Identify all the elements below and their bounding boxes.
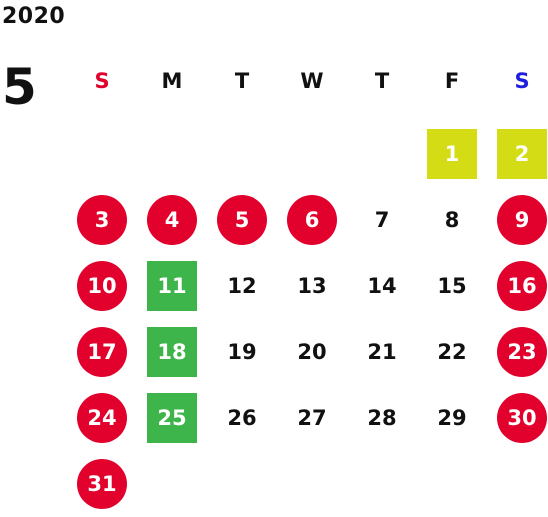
calendar-cell: 14 <box>347 253 417 319</box>
calendar-cell <box>417 451 487 517</box>
day-20[interactable]: 20 <box>297 340 327 364</box>
calendar-cell: 12 <box>207 253 277 319</box>
day-15[interactable]: 15 <box>437 274 467 298</box>
calendar-cell: 15 <box>417 253 487 319</box>
calendar-cell: 7 <box>347 187 417 253</box>
calendar-cell <box>277 451 347 517</box>
weekday-header-thursday: T <box>374 69 390 93</box>
calendar-cell: 3 <box>67 187 137 253</box>
calendar-cell: 23 <box>487 319 548 385</box>
calendar-cell: 30 <box>487 385 548 451</box>
calendar-cell: 22 <box>417 319 487 385</box>
calendar-cell: 5 <box>207 187 277 253</box>
day-31-holiday[interactable]: 31 <box>77 459 127 509</box>
day-28[interactable]: 28 <box>367 406 397 430</box>
calendar-cell <box>277 121 347 187</box>
calendar-cell: 9 <box>487 187 548 253</box>
day-24-holiday[interactable]: 24 <box>77 393 127 443</box>
day-14[interactable]: 14 <box>367 274 397 298</box>
calendar-cell: 8 <box>417 187 487 253</box>
day-5-holiday[interactable]: 5 <box>217 195 267 245</box>
day-27[interactable]: 27 <box>297 406 327 430</box>
weekday-header-tuesday: T <box>234 69 250 93</box>
calendar-cell: 26 <box>207 385 277 451</box>
day-12[interactable]: 12 <box>227 274 257 298</box>
day-2-event[interactable]: 2 <box>497 129 547 179</box>
day-25-school[interactable]: 25 <box>147 393 197 443</box>
calendar-cell: 31 <box>67 451 137 517</box>
calendar-cell: 4 <box>137 187 207 253</box>
day-26[interactable]: 26 <box>227 406 257 430</box>
calendar-cell <box>67 121 137 187</box>
calendar-cell: 11 <box>137 253 207 319</box>
day-30-holiday[interactable]: 30 <box>497 393 547 443</box>
day-7[interactable]: 7 <box>374 208 390 232</box>
day-4-holiday[interactable]: 4 <box>147 195 197 245</box>
calendar-cell: 13 <box>277 253 347 319</box>
day-10-holiday[interactable]: 10 <box>77 261 127 311</box>
weekday-header-sunday: S <box>94 69 110 93</box>
weekday-header-wednesday: W <box>300 69 324 93</box>
calendar-cell <box>137 121 207 187</box>
calendar-cell: 29 <box>417 385 487 451</box>
calendar-cell: 27 <box>277 385 347 451</box>
calendar-cell: 24 <box>67 385 137 451</box>
day-22[interactable]: 22 <box>437 340 467 364</box>
day-18-school[interactable]: 18 <box>147 327 197 377</box>
calendar-cell: 19 <box>207 319 277 385</box>
weekday-header-monday: M <box>161 69 183 93</box>
calendar-cell: 25 <box>137 385 207 451</box>
day-11-school[interactable]: 11 <box>147 261 197 311</box>
calendar-cell: 6 <box>277 187 347 253</box>
day-9-holiday[interactable]: 9 <box>497 195 547 245</box>
calendar-cell <box>487 451 548 517</box>
day-17-holiday[interactable]: 17 <box>77 327 127 377</box>
day-1-event[interactable]: 1 <box>427 129 477 179</box>
calendar-cell: 21 <box>347 319 417 385</box>
day-16-holiday[interactable]: 16 <box>497 261 547 311</box>
day-21[interactable]: 21 <box>367 340 397 364</box>
calendar-cell <box>347 121 417 187</box>
calendar-cell <box>347 451 417 517</box>
weekday-header-saturday: S <box>514 69 530 93</box>
day-8[interactable]: 8 <box>444 208 460 232</box>
calendar-cell <box>207 451 277 517</box>
calendar-cell: 2 <box>487 121 548 187</box>
day-6-holiday[interactable]: 6 <box>287 195 337 245</box>
calendar-cell: 10 <box>67 253 137 319</box>
day-29[interactable]: 29 <box>437 406 467 430</box>
calendar-year: 2020 <box>2 4 66 29</box>
calendar-cell <box>137 451 207 517</box>
calendar-cell: 20 <box>277 319 347 385</box>
calendar-cell: 16 <box>487 253 548 319</box>
day-19[interactable]: 19 <box>227 340 257 364</box>
calendar-cell: 1 <box>417 121 487 187</box>
day-13[interactable]: 13 <box>297 274 327 298</box>
day-3-holiday[interactable]: 3 <box>77 195 127 245</box>
weekday-header-friday: F <box>444 69 460 93</box>
calendar-cell <box>207 121 277 187</box>
calendar-cell: 17 <box>67 319 137 385</box>
day-23-holiday[interactable]: 23 <box>497 327 547 377</box>
calendar-cell: 28 <box>347 385 417 451</box>
calendar-cell: 18 <box>137 319 207 385</box>
calendar-month: 5 <box>2 58 37 116</box>
